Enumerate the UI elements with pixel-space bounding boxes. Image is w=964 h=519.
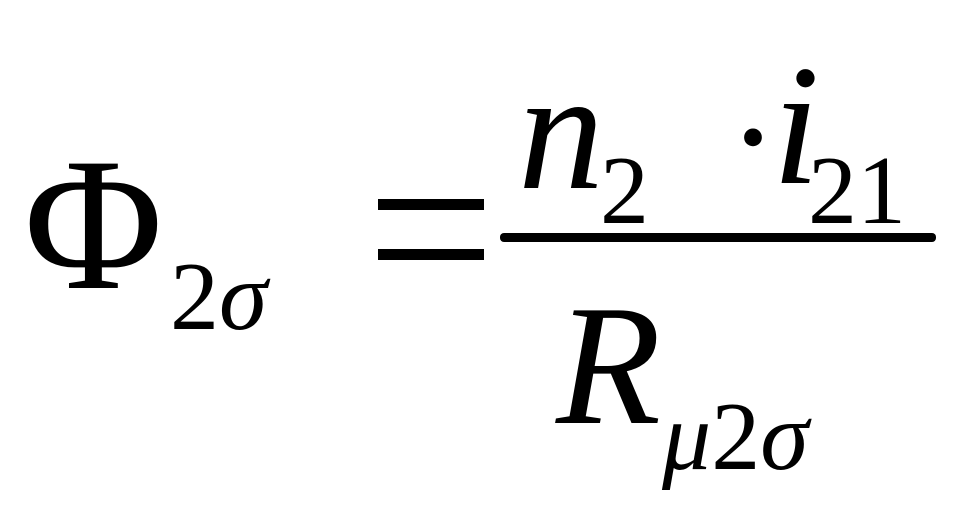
equals-sign-top-bar bbox=[378, 199, 484, 210]
denominator-subscript: μ2σ bbox=[662, 388, 809, 486]
denominator-subscript-mu: μ bbox=[662, 383, 712, 491]
denominator-subscript-sigma: σ bbox=[760, 383, 809, 491]
lhs-subscript-sigma: σ bbox=[219, 243, 268, 351]
lhs-phi-symbol: Φ bbox=[24, 120, 163, 330]
numerator-n-subscript: 2 bbox=[600, 137, 649, 245]
numerator-i-subscript: 21 bbox=[808, 137, 906, 245]
numerator-n-symbol: n bbox=[518, 36, 604, 226]
fraction-bar bbox=[500, 233, 936, 242]
lhs-subscript: 2σ bbox=[170, 248, 267, 346]
denominator-r-symbol: R bbox=[556, 271, 662, 461]
multiplication-dot: · bbox=[728, 54, 778, 220]
lhs-subscript-digit: 2 bbox=[170, 243, 219, 351]
numerator-i-symbol: i bbox=[772, 31, 820, 221]
equals-sign-bottom-bar bbox=[378, 249, 484, 260]
denominator-subscript-digit: 2 bbox=[711, 383, 761, 491]
